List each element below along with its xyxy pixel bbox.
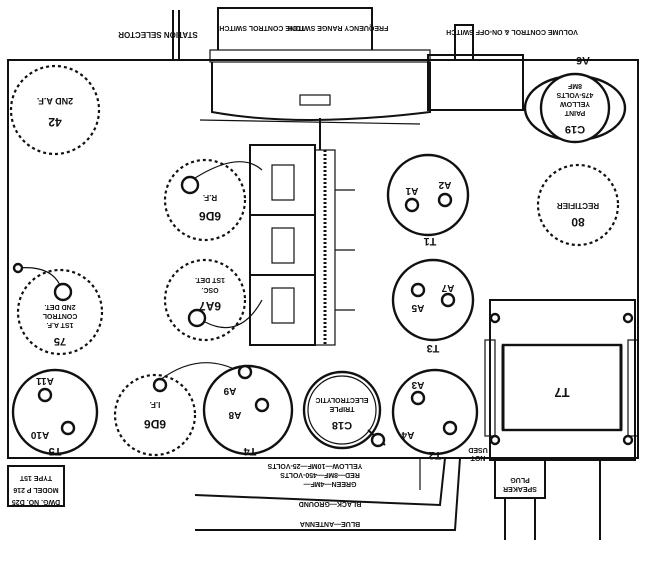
svg-text:T5: T5: [49, 445, 62, 457]
svg-text:80: 80: [571, 215, 585, 229]
svg-text:R.F.: R.F.: [203, 193, 217, 202]
svg-text:A4: A4: [401, 429, 414, 440]
t3-socket: A5 A7 T3: [391, 258, 475, 354]
svg-text:A2: A2: [438, 179, 451, 190]
svg-text:T4: T4: [243, 445, 257, 457]
c18-lead-labels: YELLOW—10MF—25-VOLTS RED—8MF—450-VOLTS G…: [240, 457, 421, 490]
model-info-box: TYPE 15T MODEL P 216 DWG. NO. D25: [7, 465, 65, 507]
tuning-capacitor-gang: [249, 144, 355, 346]
svg-text:STATION SELECTOR: STATION SELECTOR: [118, 30, 198, 39]
not-used-label: USED: [468, 446, 487, 453]
svg-text:BLACK—GROUND: BLACK—GROUND: [299, 500, 362, 507]
tube-rectifier-80: RECTIFIER 80: [536, 163, 620, 247]
svg-text:42: 42: [48, 115, 62, 129]
tube-75: 2ND DET. CONTROL 1ST A.F. 75: [12, 262, 104, 356]
svg-text:A5: A5: [411, 302, 424, 313]
svg-text:PAINT: PAINT: [564, 109, 585, 116]
svg-text:2ND DET.: 2ND DET.: [44, 303, 75, 310]
svg-text:YELLOW: YELLOW: [560, 100, 590, 107]
range-switch-bracket: TONE CONTROL SWITCH FREQUENCY RANGE SWIT…: [209, 7, 431, 150]
svg-text:T2: T2: [429, 449, 442, 461]
svg-text:C19: C19: [565, 123, 585, 135]
tube-42: 2ND A.F. 42: [9, 64, 101, 156]
tube-rf-6d6: R.F. 6D6: [163, 158, 263, 242]
svg-text:2ND A.F.: 2ND A.F.: [37, 96, 73, 106]
svg-text:A9: A9: [223, 385, 236, 396]
t4-socket: A9 A8 T4: [202, 364, 294, 457]
svg-text:A8: A8: [228, 409, 241, 420]
svg-text:8MF: 8MF: [567, 82, 582, 89]
svg-text:A7: A7: [441, 282, 454, 293]
c19-capacitor: 8MF 475-VOLTS YELLOW PAINT C19: [523, 72, 627, 144]
svg-text:1ST A.F.: 1ST A.F.: [46, 321, 73, 328]
t1-socket: A1 A2 T1: [386, 153, 470, 247]
svg-text:6A7: 6A7: [199, 299, 221, 313]
svg-text:6D6: 6D6: [144, 417, 166, 431]
t2-socket: A3 A4 T2: [391, 368, 479, 461]
svg-text:475-VOLTS: 475-VOLTS: [556, 91, 593, 98]
volume-control: VOLUME CONTROL & ON-OFF SWITCH: [199, 24, 578, 125]
svg-text:BLUE—ANTENNA: BLUE—ANTENNA: [300, 520, 360, 527]
not-label: NOT: [470, 454, 486, 461]
t7-power-transformer: T7: [484, 299, 639, 461]
svg-text:6D6: 6D6: [199, 209, 221, 223]
svg-text:FREQUENCY RANGE SWITCH: FREQUENCY RANGE SWITCH: [288, 24, 389, 31]
svg-text:SPEAKER: SPEAKER: [503, 485, 537, 492]
antenna-ground-leads: BLACK—GROUND BLUE—ANTENNA: [194, 457, 461, 531]
svg-text:ELECTROLYTIC: ELECTROLYTIC: [315, 396, 368, 403]
svg-text:VOLUME CONTROL & ON-OFF SWITCH: VOLUME CONTROL & ON-OFF SWITCH: [446, 28, 578, 35]
svg-text:75: 75: [54, 335, 66, 347]
svg-text:A11: A11: [36, 375, 54, 386]
svg-text:TYPE 15T: TYPE 15T: [19, 474, 52, 481]
svg-text:C18: C18: [332, 419, 352, 431]
svg-text:TONE CONTROL SWITCH: TONE CONTROL SWITCH: [219, 24, 304, 31]
speaker-plug: PLUG SPEAKER: [494, 457, 601, 540]
svg-text:RED—8MF—450-VOLTS: RED—8MF—450-VOLTS: [280, 471, 360, 478]
svg-text:T3: T3: [427, 342, 440, 354]
svg-text:CONTROL: CONTROL: [42, 312, 77, 319]
svg-text:MODEL P 216: MODEL P 216: [13, 486, 58, 493]
svg-text:T7: T7: [554, 385, 569, 400]
svg-text:1ST DET.: 1ST DET.: [195, 276, 225, 283]
svg-text:OSC.: OSC.: [201, 286, 218, 293]
svg-text:A1: A1: [405, 185, 418, 196]
tube-det-6a7: 1ST DET. OSC. 6A7: [163, 258, 263, 342]
t5-socket: A11 A10 T5: [11, 368, 99, 457]
station-selector-label: STATION SELECTOR: [118, 10, 198, 60]
c18-capacitor: ELECTROLYTIC TRIPLE C18: [302, 370, 386, 450]
svg-text:RECTIFIER: RECTIFIER: [557, 201, 599, 210]
tube-if-6d6: I.F. 6D6: [113, 362, 241, 457]
svg-text:A3: A3: [411, 379, 424, 390]
svg-text:A10: A10: [30, 429, 49, 440]
svg-text:PLUG: PLUG: [510, 476, 530, 483]
svg-text:GREEN—4MF—: GREEN—4MF—: [304, 480, 357, 487]
svg-text:TRIPLE: TRIPLE: [329, 405, 354, 412]
svg-text:DWG. NO. D25: DWG. NO. D25: [12, 498, 60, 505]
svg-text:YELLOW—10MF—25-VOLTS: YELLOW—10MF—25-VOLTS: [267, 462, 362, 469]
svg-text:T1: T1: [424, 235, 437, 247]
a6-label: A6: [576, 54, 590, 66]
svg-text:I.F.: I.F.: [150, 400, 161, 409]
